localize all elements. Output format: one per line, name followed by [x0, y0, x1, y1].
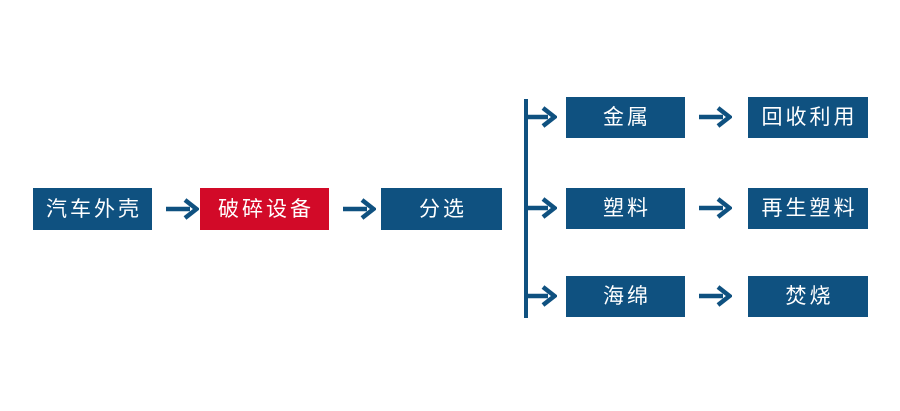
- node-recycle-reuse[interactable]: 回收利用: [748, 97, 868, 138]
- node-recycled-plastic[interactable]: 再生塑料: [748, 188, 868, 229]
- arrow-right-icon-sponge-to-incineration: [698, 284, 732, 308]
- arrow-right-icon-plastic-to-recycled-plastic: [698, 196, 732, 220]
- node-input-car-shell[interactable]: 汽车外壳: [33, 188, 152, 230]
- arrow-right-icon-metal-to-recycle: [698, 105, 732, 129]
- arrow-right-icon-input-to-shredder: [165, 197, 199, 221]
- node-shredder-equipment[interactable]: 破碎设备: [200, 188, 329, 230]
- node-metal[interactable]: 金属: [566, 97, 685, 138]
- node-sorting[interactable]: 分选: [381, 188, 502, 230]
- branch-arrow-right-icon-metal: [526, 105, 557, 129]
- node-plastic[interactable]: 塑料: [566, 188, 685, 229]
- branch-arrow-right-icon-sponge: [526, 284, 557, 308]
- branch-arrow-right-icon-plastic: [526, 196, 557, 220]
- node-sponge[interactable]: 海绵: [566, 276, 685, 317]
- node-incineration[interactable]: 焚烧: [748, 276, 868, 317]
- arrow-right-icon-shredder-to-sorting: [342, 197, 376, 221]
